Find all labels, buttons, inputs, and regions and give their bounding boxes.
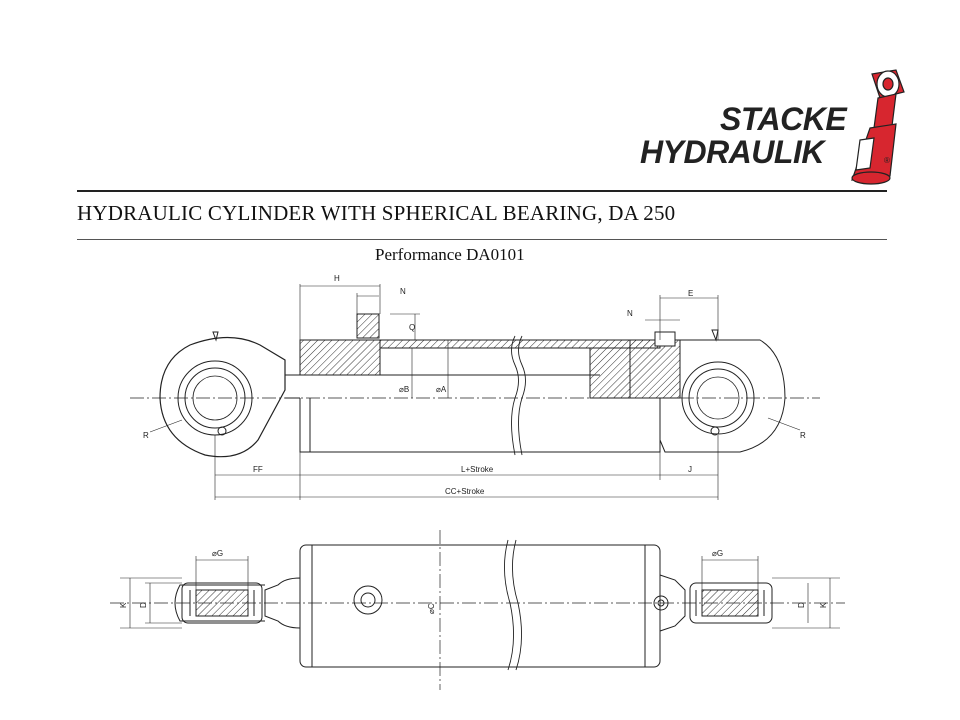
- header-rule-bottom: [77, 239, 887, 240]
- dim-label-g-left: ⌀G: [212, 549, 223, 558]
- dim-label-n-right: N: [627, 309, 633, 318]
- stacke-hydraulik-logo: STACKE HYDRAULIK ®: [634, 64, 924, 192]
- page-subtitle: Performance DA0101: [375, 245, 525, 264]
- dim-label-k-right: K: [819, 602, 828, 608]
- registered-mark: ®: [884, 156, 890, 165]
- dim-label-ff: FF: [253, 465, 263, 474]
- cylinder-logo-icon: [851, 69, 905, 185]
- dim-label-g-right: ⌀G: [712, 549, 723, 558]
- logo-line-2: HYDRAULIK: [640, 134, 824, 170]
- dim-label-r-right: R: [800, 431, 806, 440]
- dim-label-k-left: K: [119, 602, 128, 608]
- dim-label-d-left: D: [139, 602, 148, 608]
- dim-label-d-right: D: [797, 602, 806, 608]
- dim-label-l-stroke: L+Stroke: [461, 465, 494, 474]
- dim-label-h: H: [334, 274, 340, 283]
- header-rule-top: [77, 190, 887, 192]
- page-title: HYDRAULIC CYLINDER WITH SPHERICAL BEARIN…: [77, 201, 676, 225]
- logo-line-1: STACKE: [720, 101, 847, 137]
- dim-label-j: J: [688, 465, 692, 474]
- dim-label-cc-stroke: CC+Stroke: [445, 487, 485, 496]
- dim-label-c: ⌀C: [427, 603, 436, 614]
- side-view: [130, 284, 820, 500]
- dim-label-b: ⌀B: [399, 385, 409, 394]
- top-view: [110, 530, 845, 690]
- dim-label-q: Q: [409, 323, 415, 332]
- dim-label-n-left: N: [400, 287, 406, 296]
- dim-label-e: E: [688, 289, 693, 298]
- dim-label-a: ⌀A: [436, 385, 447, 394]
- dim-label-r-left: R: [143, 431, 149, 440]
